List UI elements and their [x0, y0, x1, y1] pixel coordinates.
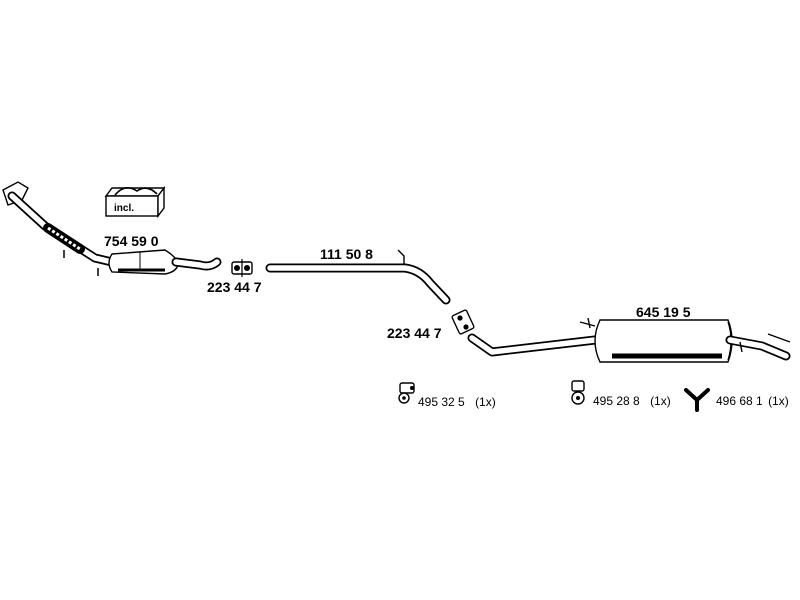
kit-included-label: incl. — [114, 203, 134, 214]
rear-silencer-assembly: 645 19 5 — [467, 304, 791, 363]
catalytic-converter-assembly: 754 59 0 — [2, 181, 222, 276]
converter-body — [108, 249, 179, 275]
hardware-item-1: 495 32 5 (1x) — [398, 382, 496, 409]
rear-silencer-part-number: 645 19 5 — [636, 304, 691, 320]
mounting-kit-box-icon: incl. — [104, 185, 166, 219]
svg-text:495 32 5 (1x): 495 32 5 (1x) — [418, 395, 496, 409]
middle-pipe: 111 50 8 — [265, 246, 451, 305]
hardware-1-part-number: 495 32 5 — [418, 395, 465, 409]
hardware-1-quantity: (1x) — [475, 395, 496, 409]
rear-silencer-body — [594, 319, 733, 363]
catalytic-converter-part-number: 754 59 0 — [104, 233, 159, 249]
flex-hose-icon — [43, 223, 85, 254]
rubber-hanger-icon — [571, 380, 585, 405]
hardware-3-quantity: (1x) — [768, 394, 789, 408]
clamp-rear-icon — [451, 309, 475, 335]
clamp-rear-part-number: 223 44 7 — [387, 325, 442, 341]
hardware-2-quantity: (1x) — [650, 394, 671, 408]
svg-text:495 28 8 (1x): 495 28 8 (1x) — [593, 394, 671, 408]
clamp-front-icon — [231, 259, 253, 277]
hardware-2-part-number: 495 28 8 — [593, 394, 640, 408]
hardware-item-3: 496 68 1 (1x) — [684, 388, 789, 412]
hardware-3-part-number: 496 68 1 — [716, 394, 763, 408]
y-bracket-icon — [684, 388, 710, 412]
rubber-mount-icon — [398, 382, 415, 404]
hardware-item-2: 495 28 8 (1x) — [571, 380, 671, 408]
middle-pipe-part-number: 111 50 8 — [320, 246, 373, 262]
svg-text:496 68 1 (1x): 496 68 1 (1x) — [716, 394, 789, 408]
clamp-front-part-number: 223 44 7 — [207, 279, 262, 295]
